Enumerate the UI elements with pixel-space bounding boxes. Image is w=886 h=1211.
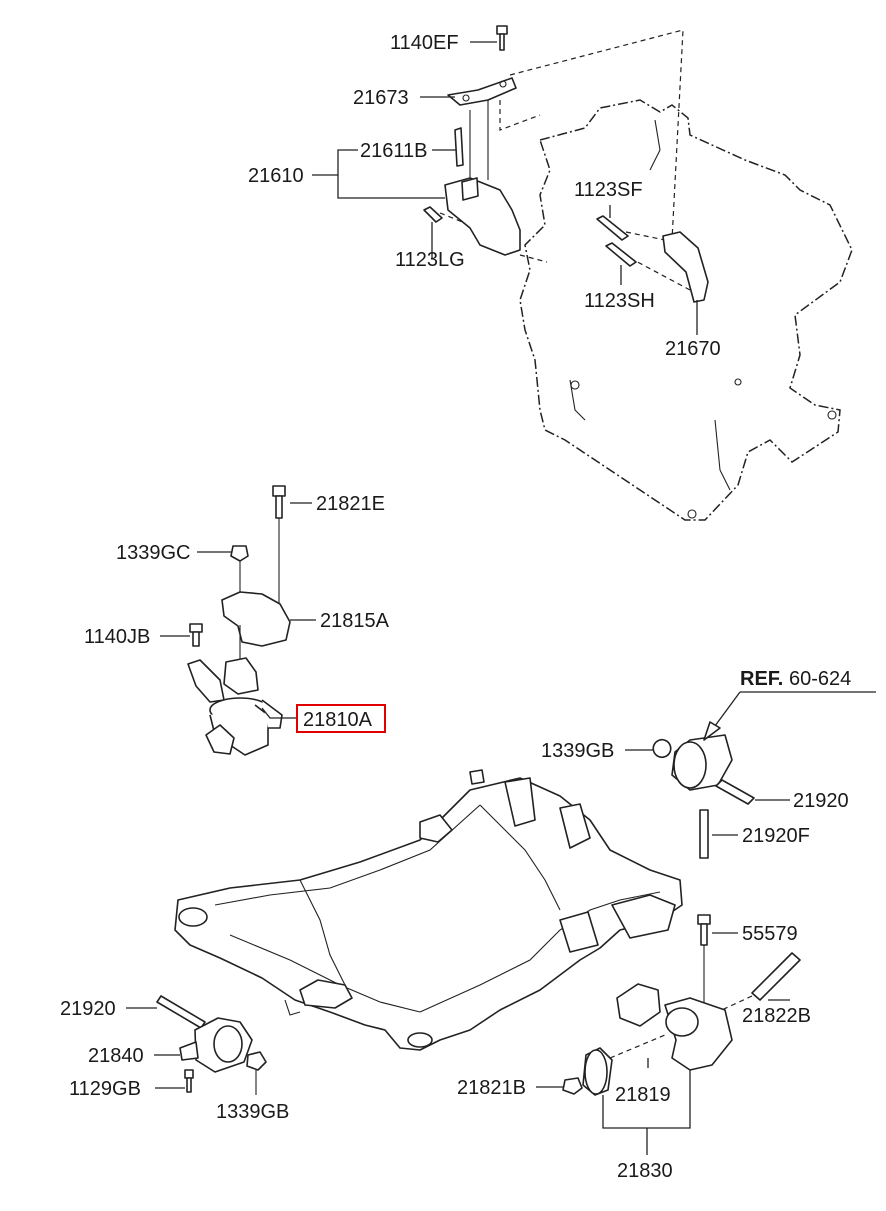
label-21810a[interactable]: 21810A [303, 709, 373, 731]
transmission-mount-ref [671, 734, 733, 791]
label-1123sh[interactable]: 1123SH [584, 290, 655, 312]
label-1339gb-bottom[interactable]: 1339GB [216, 1101, 289, 1123]
upper-mount-bracket [444, 77, 521, 256]
bracket-21815a [221, 591, 291, 647]
rear-mount-bracket [664, 997, 733, 1071]
nut-1339gc [230, 545, 249, 562]
bolt-21920-right [715, 779, 755, 805]
part-labels: 1140EF 21673 21611B 21610 1123SF 1123LG … [60, 32, 851, 1182]
engine-mount-21810a [187, 657, 283, 756]
engine-bracket-21670 [662, 231, 709, 303]
bracket-21819 [616, 983, 661, 1027]
label-21822b[interactable]: 21822B [742, 1005, 811, 1027]
label-1123sf[interactable]: 1123SF [574, 179, 643, 201]
label-21920f[interactable]: 21920F [742, 825, 810, 847]
bolt-21920f [699, 809, 709, 859]
label-1140ef[interactable]: 1140EF [390, 32, 459, 54]
label-ref-prefix[interactable]: REF. [740, 668, 783, 690]
bolt-1123lg [423, 206, 443, 223]
label-21673[interactable]: 21673 [353, 87, 409, 109]
engine-block [519, 99, 853, 521]
leader-lines [126, 41, 876, 1155]
label-21821e[interactable]: 21821E [316, 493, 385, 515]
label-21830[interactable]: 21830 [617, 1160, 673, 1182]
mount-21840 [179, 1017, 253, 1073]
label-1123lg[interactable]: 1123LG [395, 249, 465, 271]
label-21670[interactable]: 21670 [665, 338, 721, 360]
bolt-21920-left [156, 995, 206, 1029]
label-21840[interactable]: 21840 [88, 1045, 144, 1067]
label-21819[interactable]: 21819 [615, 1084, 671, 1106]
label-21815a[interactable]: 21815A [320, 610, 390, 632]
bolt-55579 [697, 914, 711, 946]
label-1339gb-top[interactable]: 1339GB [541, 740, 614, 762]
washer-1339gb-top [652, 739, 672, 758]
label-21821b[interactable]: 21821B [457, 1077, 526, 1099]
bolt-21821e [272, 485, 286, 519]
highlight-box-21810a [296, 704, 386, 733]
bolt-21822b [751, 952, 801, 1001]
bolt-1140ef [496, 25, 508, 51]
bolt-1123sh [605, 242, 637, 267]
label-21920-right[interactable]: 21920 [793, 790, 849, 812]
label-55579[interactable]: 55579 [742, 923, 798, 945]
nut-21821b [562, 1077, 583, 1095]
bolt-1129gb [184, 1069, 194, 1093]
label-ref-code[interactable]: 60-624 [789, 668, 851, 690]
label-1339gc[interactable]: 1339GC [116, 542, 191, 564]
label-1129gb[interactable]: 1129GB [69, 1078, 141, 1100]
nut-1339gb-bottom [246, 1051, 267, 1071]
label-21611b[interactable]: 21611B [360, 140, 427, 162]
front-crossmember-subframe [174, 769, 683, 1051]
label-21610[interactable]: 21610 [248, 165, 304, 187]
bolt-1123sf [596, 215, 629, 241]
bushing-21830 [582, 1047, 613, 1096]
bolt-1140jb [189, 623, 203, 647]
label-1140jb[interactable]: 1140JB [84, 626, 150, 648]
label-21920-left[interactable]: 21920 [60, 998, 116, 1020]
